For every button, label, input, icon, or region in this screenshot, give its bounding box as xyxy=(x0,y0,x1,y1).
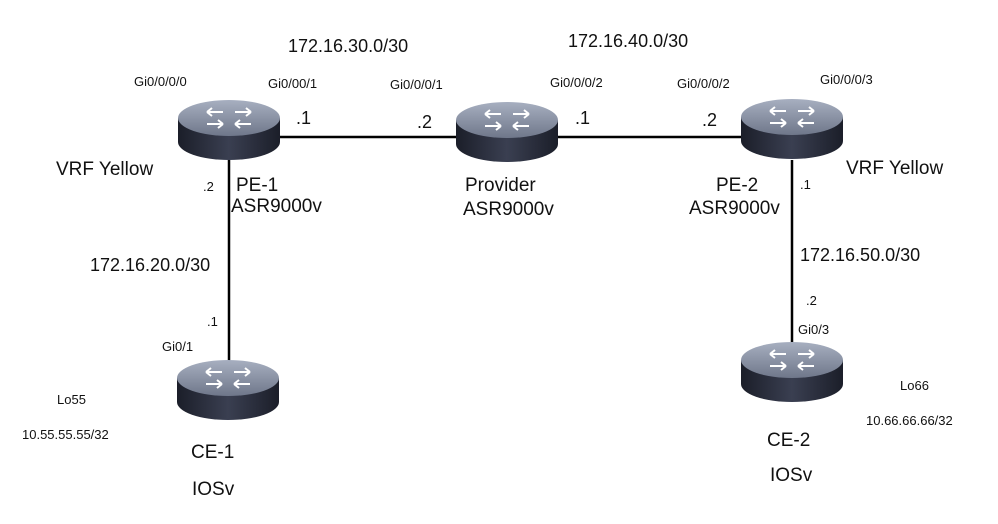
ip-label-ce1-north: .1 xyxy=(207,314,218,329)
router-icon[interactable] xyxy=(741,342,843,402)
router-icon[interactable] xyxy=(741,99,843,159)
subnet-label-provider-pe2: 172.16.40.0/30 xyxy=(568,31,689,51)
subnet-label-pe1-provider: 172.16.30.0/30 xyxy=(288,36,409,56)
vrf-label-pe2: VRF Yellow xyxy=(846,158,944,179)
ip-label-provider-east: .1 xyxy=(575,108,591,128)
loopback-name-ce2: Lo66 xyxy=(900,378,929,393)
subnet-label-pe1-ce1: 172.16.20.0/30 xyxy=(90,255,211,275)
port-label-provider-east: Gi0/0/0/2 xyxy=(550,75,603,90)
router-icon[interactable] xyxy=(178,100,280,160)
vrf-label-pe1: VRF Yellow xyxy=(56,159,154,180)
router-model-provider: ASR9000v xyxy=(463,199,554,220)
loopback-name-ce1: Lo55 xyxy=(57,392,86,407)
port-label-pe1-uplink: Gi0/00/1 xyxy=(268,76,318,91)
router-icon[interactable] xyxy=(456,102,558,162)
port-label-pe2-uplink: Gi0/0/0/2 xyxy=(677,76,730,91)
ip-label-ce2-north: .2 xyxy=(806,293,817,308)
ip-label-pe1-south: .2 xyxy=(203,179,214,194)
ip-label-pe2-south: .1 xyxy=(800,177,811,192)
ip-label-pe1-west: .1 xyxy=(296,108,312,128)
router-name-ce2: CE-2 xyxy=(767,430,811,451)
port-label-pe2-extra: Gi0/0/0/3 xyxy=(820,72,873,87)
loopback-ip-ce2: 10.66.66.66/32 xyxy=(866,413,953,428)
router-model-pe1: ASR9000v xyxy=(231,196,322,217)
router-model-ce2: IOSv xyxy=(770,465,813,486)
loopback-ip-ce1: 10.55.55.55/32 xyxy=(22,427,109,442)
port-label-ce1: Gi0/1 xyxy=(162,339,194,354)
router-icon[interactable] xyxy=(177,360,279,420)
ip-label-pe2-west: .2 xyxy=(702,110,718,130)
port-label-ce2: Gi0/3 xyxy=(798,322,830,337)
subnet-label-pe2-ce2: 172.16.50.0/30 xyxy=(800,245,921,265)
router-name-pe1: PE-1 xyxy=(236,175,279,196)
router-model-ce1: IOSv xyxy=(192,479,235,500)
router-name-provider: Provider xyxy=(465,175,536,196)
router-name-pe2: PE-2 xyxy=(716,175,759,196)
port-label-pe1-extra: Gi0/0/0/0 xyxy=(134,74,187,89)
ip-label-provider-west: .2 xyxy=(417,112,433,132)
port-label-provider-west: Gi0/0/0/1 xyxy=(390,77,443,92)
router-model-pe2: ASR9000v xyxy=(689,198,780,219)
router-name-ce1: CE-1 xyxy=(191,442,235,463)
